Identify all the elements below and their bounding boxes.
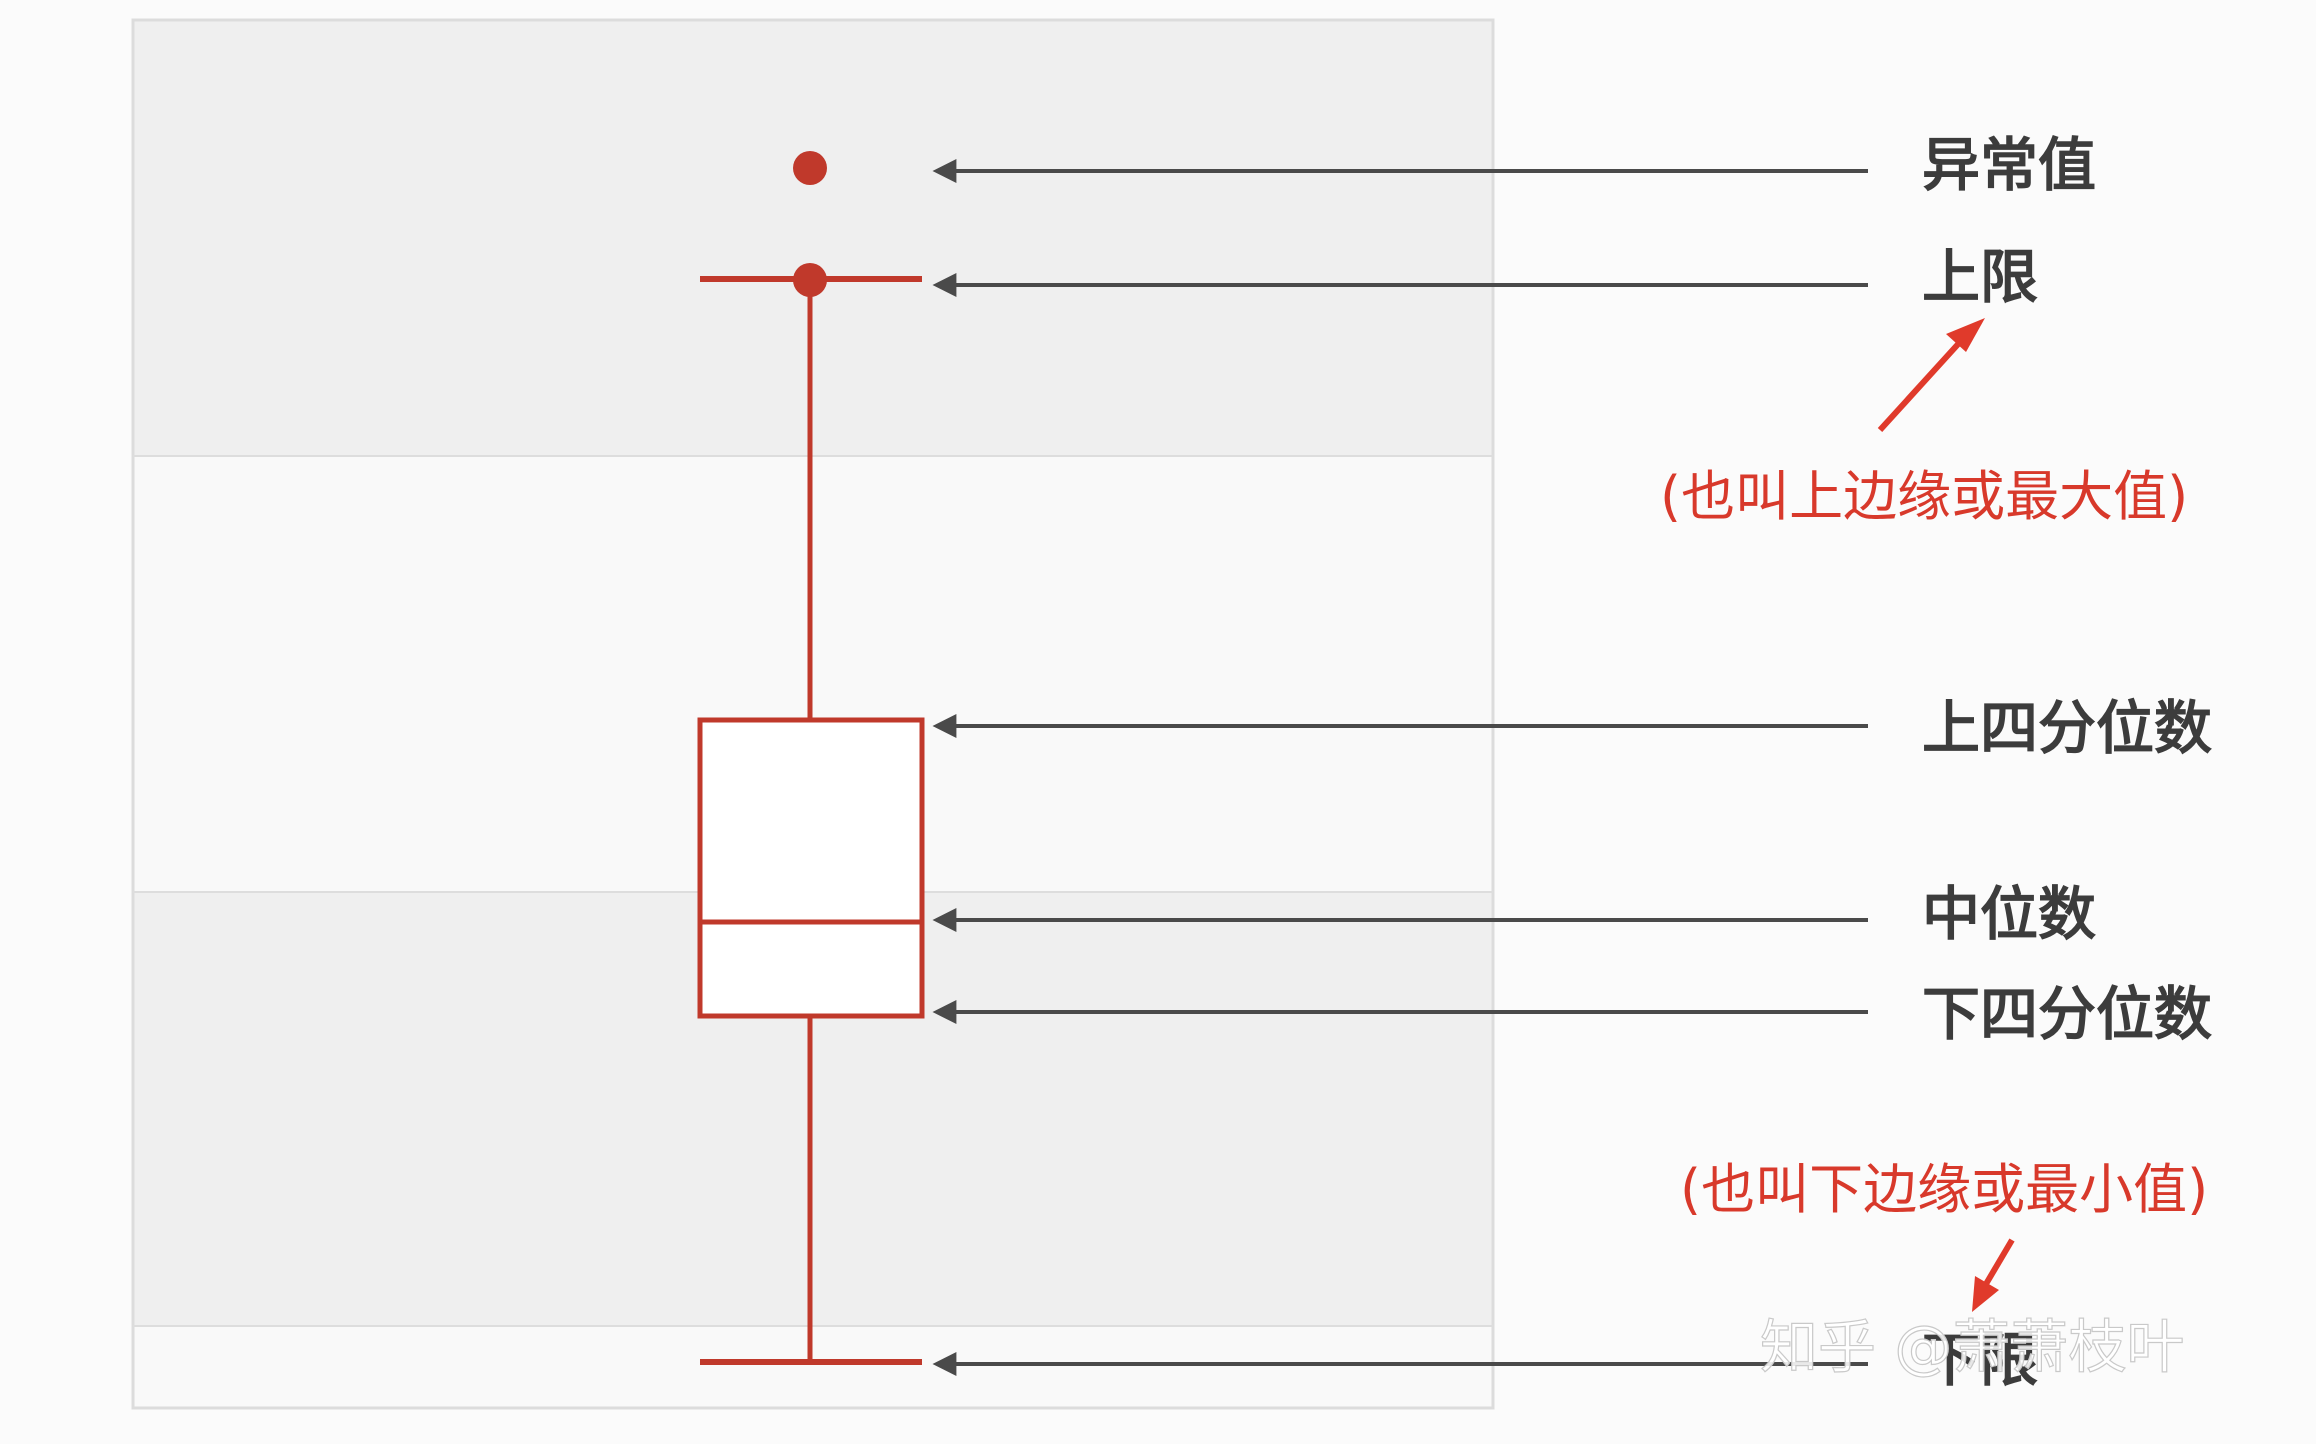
labels: 异常值 上限 上四分位数 中位数 下四分位数 下限 (也叫上边缘或最大值) (也… (1660, 131, 2212, 1394)
pointer-arrows (932, 159, 1868, 1376)
note-lower-alias: (也叫下边缘或最小值) (1680, 1158, 2208, 1221)
note-arrows (1877, 318, 2015, 1312)
label-outlier: 异常值 (1922, 131, 2096, 199)
iqr-box (697, 717, 925, 1019)
panel-frame (131, 18, 1495, 1410)
band-bottom (133, 1326, 1493, 1408)
note-arrowhead-lower (1972, 1276, 1999, 1312)
label-lower-quartile: 下四分位数 (1922, 980, 2212, 1048)
note-arrowhead-upper (1946, 318, 1985, 352)
band-top (133, 20, 1493, 456)
label-upper-limit: 上限 (1922, 243, 2038, 311)
note-arrow-upper (1877, 339, 1963, 433)
outlier-point (793, 151, 827, 185)
plot-panel (131, 18, 1495, 1410)
label-lower-limit: 下限 (1922, 1326, 2038, 1394)
box-plot (697, 151, 925, 1365)
note-arrow-lower (1983, 1238, 2015, 1286)
note-upper-alias: (也叫上边缘或最大值) (1660, 465, 2188, 528)
watermark: 知乎 @萧萧枝叶 (1760, 1313, 2184, 1381)
label-upper-quartile: 上四分位数 (1922, 694, 2212, 762)
label-median: 中位数 (1922, 880, 2096, 948)
